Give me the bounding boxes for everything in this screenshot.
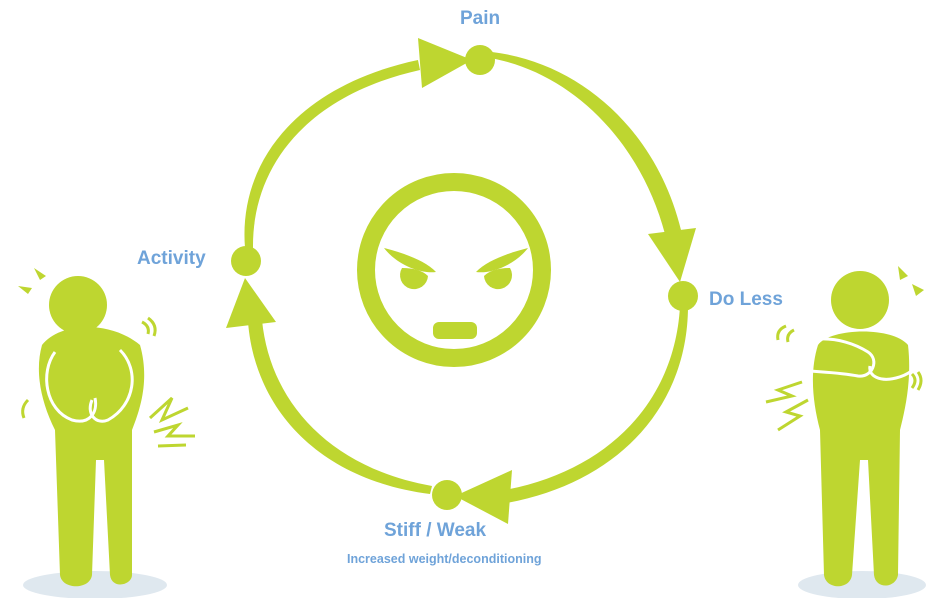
arrow-activity-to-pain — [244, 38, 472, 248]
node-doless-dot — [668, 281, 698, 311]
node-activity-dot — [231, 246, 261, 276]
person-stomach-pain-icon — [18, 268, 195, 598]
arrow-pain-to-doless — [490, 52, 696, 282]
label-stiff-weak: Stiff / Weak — [384, 520, 487, 541]
cycle-nodes — [231, 45, 698, 510]
node-pain-dot — [465, 45, 495, 75]
node-stiff-dot — [432, 480, 462, 510]
label-stiff-weak-subtitle: Increased weight/deconditioning — [347, 552, 542, 566]
person-arm-pain-icon — [765, 266, 926, 598]
angry-face-icon — [357, 173, 551, 367]
arrow-doless-to-stiff — [455, 306, 688, 524]
arrow-stiff-to-activity — [226, 278, 432, 494]
label-do-less: Do Less — [709, 289, 783, 310]
label-pain: Pain — [460, 8, 501, 29]
label-activity: Activity — [137, 248, 206, 269]
cycle-arrows — [226, 38, 696, 524]
